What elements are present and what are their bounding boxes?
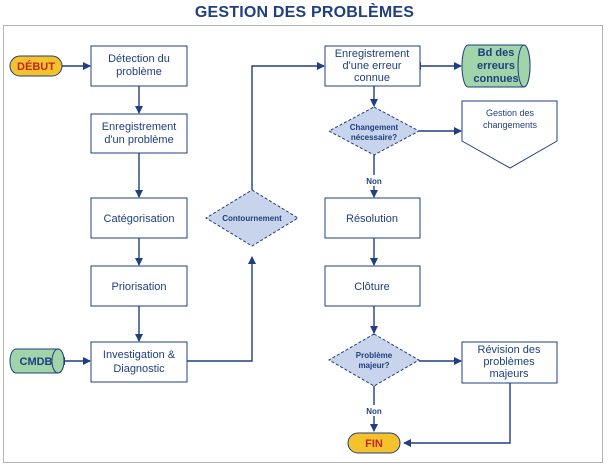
svg-text:erreurs: erreurs — [477, 60, 515, 72]
svg-text:Gestion des: Gestion des — [486, 108, 535, 118]
process-detection: Détection du problème — [90, 45, 188, 87]
process-resolution: Résolution — [324, 197, 421, 239]
svg-text:Priorisation: Priorisation — [111, 281, 166, 293]
process-investigation: Investigation & Diagnostic — [90, 341, 188, 383]
arrow-investigation-to-contournement — [187, 256, 256, 362]
process-priorisation: Priorisation — [90, 265, 188, 307]
database-cmdb: CMDB — [9, 348, 65, 374]
svg-text:Bd des: Bd des — [478, 47, 515, 59]
svg-text:Détection du: Détection du — [108, 53, 170, 65]
decision-contournement: Contournement — [205, 189, 299, 247]
svg-text:Investigation &: Investigation & — [103, 349, 176, 361]
svg-text:problème: problème — [116, 66, 162, 78]
process-revision: Révision des problèmes majeurs — [461, 341, 558, 384]
process-enregistrement-probleme: Enregistrement d'un problème — [90, 113, 188, 154]
connectors — [57, 62, 511, 447]
decision-probleme-majeur: Problème majeur? — [328, 333, 420, 387]
offpage-gestion-changements: Gestion des changements — [461, 100, 558, 169]
svg-text:d'un problème: d'un problème — [104, 134, 173, 146]
svg-text:Changement: Changement — [350, 123, 399, 132]
process-categorisation: Catégorisation — [90, 197, 188, 239]
svg-text:FIN: FIN — [365, 438, 383, 450]
process-cloture: Clôture — [324, 265, 421, 307]
svg-text:DÉBUT: DÉBUT — [17, 60, 55, 73]
svg-text:Clôture: Clôture — [354, 281, 389, 293]
start-terminal: DÉBUT — [9, 55, 63, 77]
decision-changement-necessaire: Changement nécessaire? — [327, 106, 421, 156]
svg-text:Révision des: Révision des — [478, 344, 541, 356]
svg-text:Enregistrement: Enregistrement — [335, 48, 410, 60]
svg-text:Enregistrement: Enregistrement — [102, 121, 177, 133]
svg-text:changements: changements — [483, 120, 538, 130]
edge-label-non-changement: Non — [366, 177, 382, 186]
svg-text:majeur?: majeur? — [358, 361, 389, 370]
svg-text:problèmes: problèmes — [483, 356, 535, 368]
svg-text:majeurs: majeurs — [489, 368, 529, 380]
svg-text:Diagnostic: Diagnostic — [113, 363, 165, 375]
end-terminal: FIN — [347, 432, 401, 454]
svg-text:Problème: Problème — [356, 351, 393, 360]
svg-text:CMDB: CMDB — [20, 356, 53, 368]
svg-text:Contournement: Contournement — [222, 214, 282, 223]
svg-text:Catégorisation: Catégorisation — [104, 213, 175, 225]
svg-text:Résolution: Résolution — [346, 213, 398, 225]
arrow-contournement-to-enreg-erreur — [251, 62, 325, 190]
arrow-revision-to-fin — [403, 383, 511, 447]
svg-text:connue: connue — [354, 72, 390, 84]
page-title: GESTION DES PROBLÈMES — [194, 4, 415, 21]
diagram-frame — [3, 25, 603, 463]
svg-text:nécessaire?: nécessaire? — [351, 133, 397, 142]
process-enregistrement-erreur: Enregistrement d'une erreur connue — [324, 45, 421, 87]
edge-label-non-majeur: Non — [366, 407, 382, 416]
svg-text:connues: connues — [473, 73, 518, 85]
svg-text:d'une erreur: d'une erreur — [343, 60, 402, 72]
database-bd-erreurs-connues: Bd des erreurs connues — [461, 44, 531, 88]
